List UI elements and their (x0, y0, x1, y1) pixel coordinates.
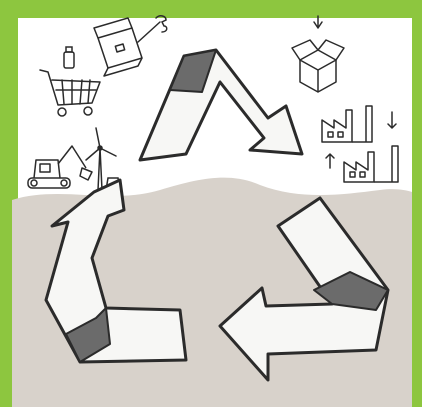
right-green-band (412, 0, 422, 407)
left-green-band-upper (0, 0, 18, 200)
left-green-band-lower (0, 200, 12, 407)
top-green-band (0, 0, 422, 18)
